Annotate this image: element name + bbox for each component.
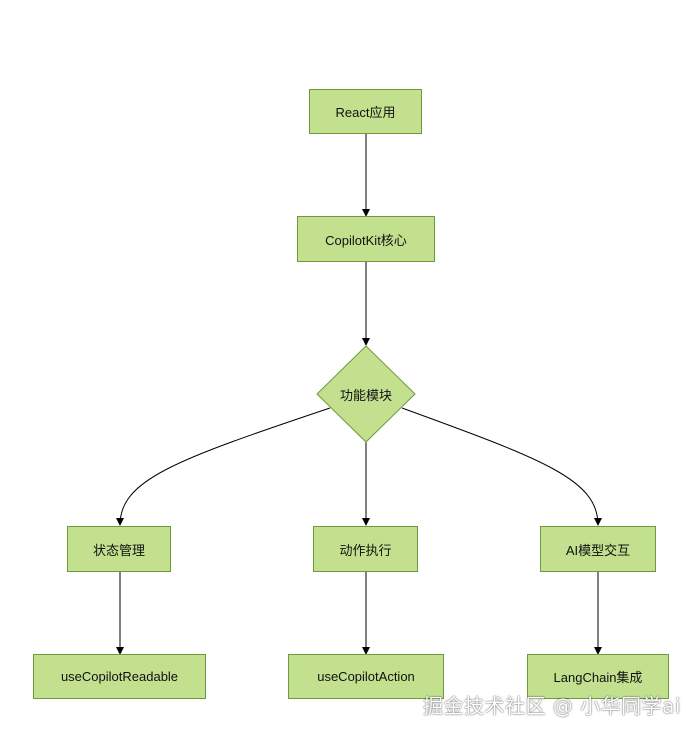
node-use-copilot-action: useCopilotAction [288,654,444,699]
node-use-copilot-readable: useCopilotReadable [33,654,206,699]
node-state-management: 状态管理 [67,526,171,572]
edge-modules-to-ai [401,407,602,526]
node-langchain-integration: LangChain集成 [527,654,669,699]
edge-modules-to-state [116,407,331,526]
watermark-text: 掘金技术社区 @ 小华同学ai [422,694,681,718]
node-copilotkit-core: CopilotKit核心 [297,216,435,262]
feature-modules-diamond [316,345,416,443]
node-react-app: React应用 [309,89,422,134]
node-action-execution: 动作执行 [313,526,418,572]
node-feature-modules-label: 功能模块 [339,387,392,403]
node-ai-model-interaction: AI模型交互 [540,526,656,572]
